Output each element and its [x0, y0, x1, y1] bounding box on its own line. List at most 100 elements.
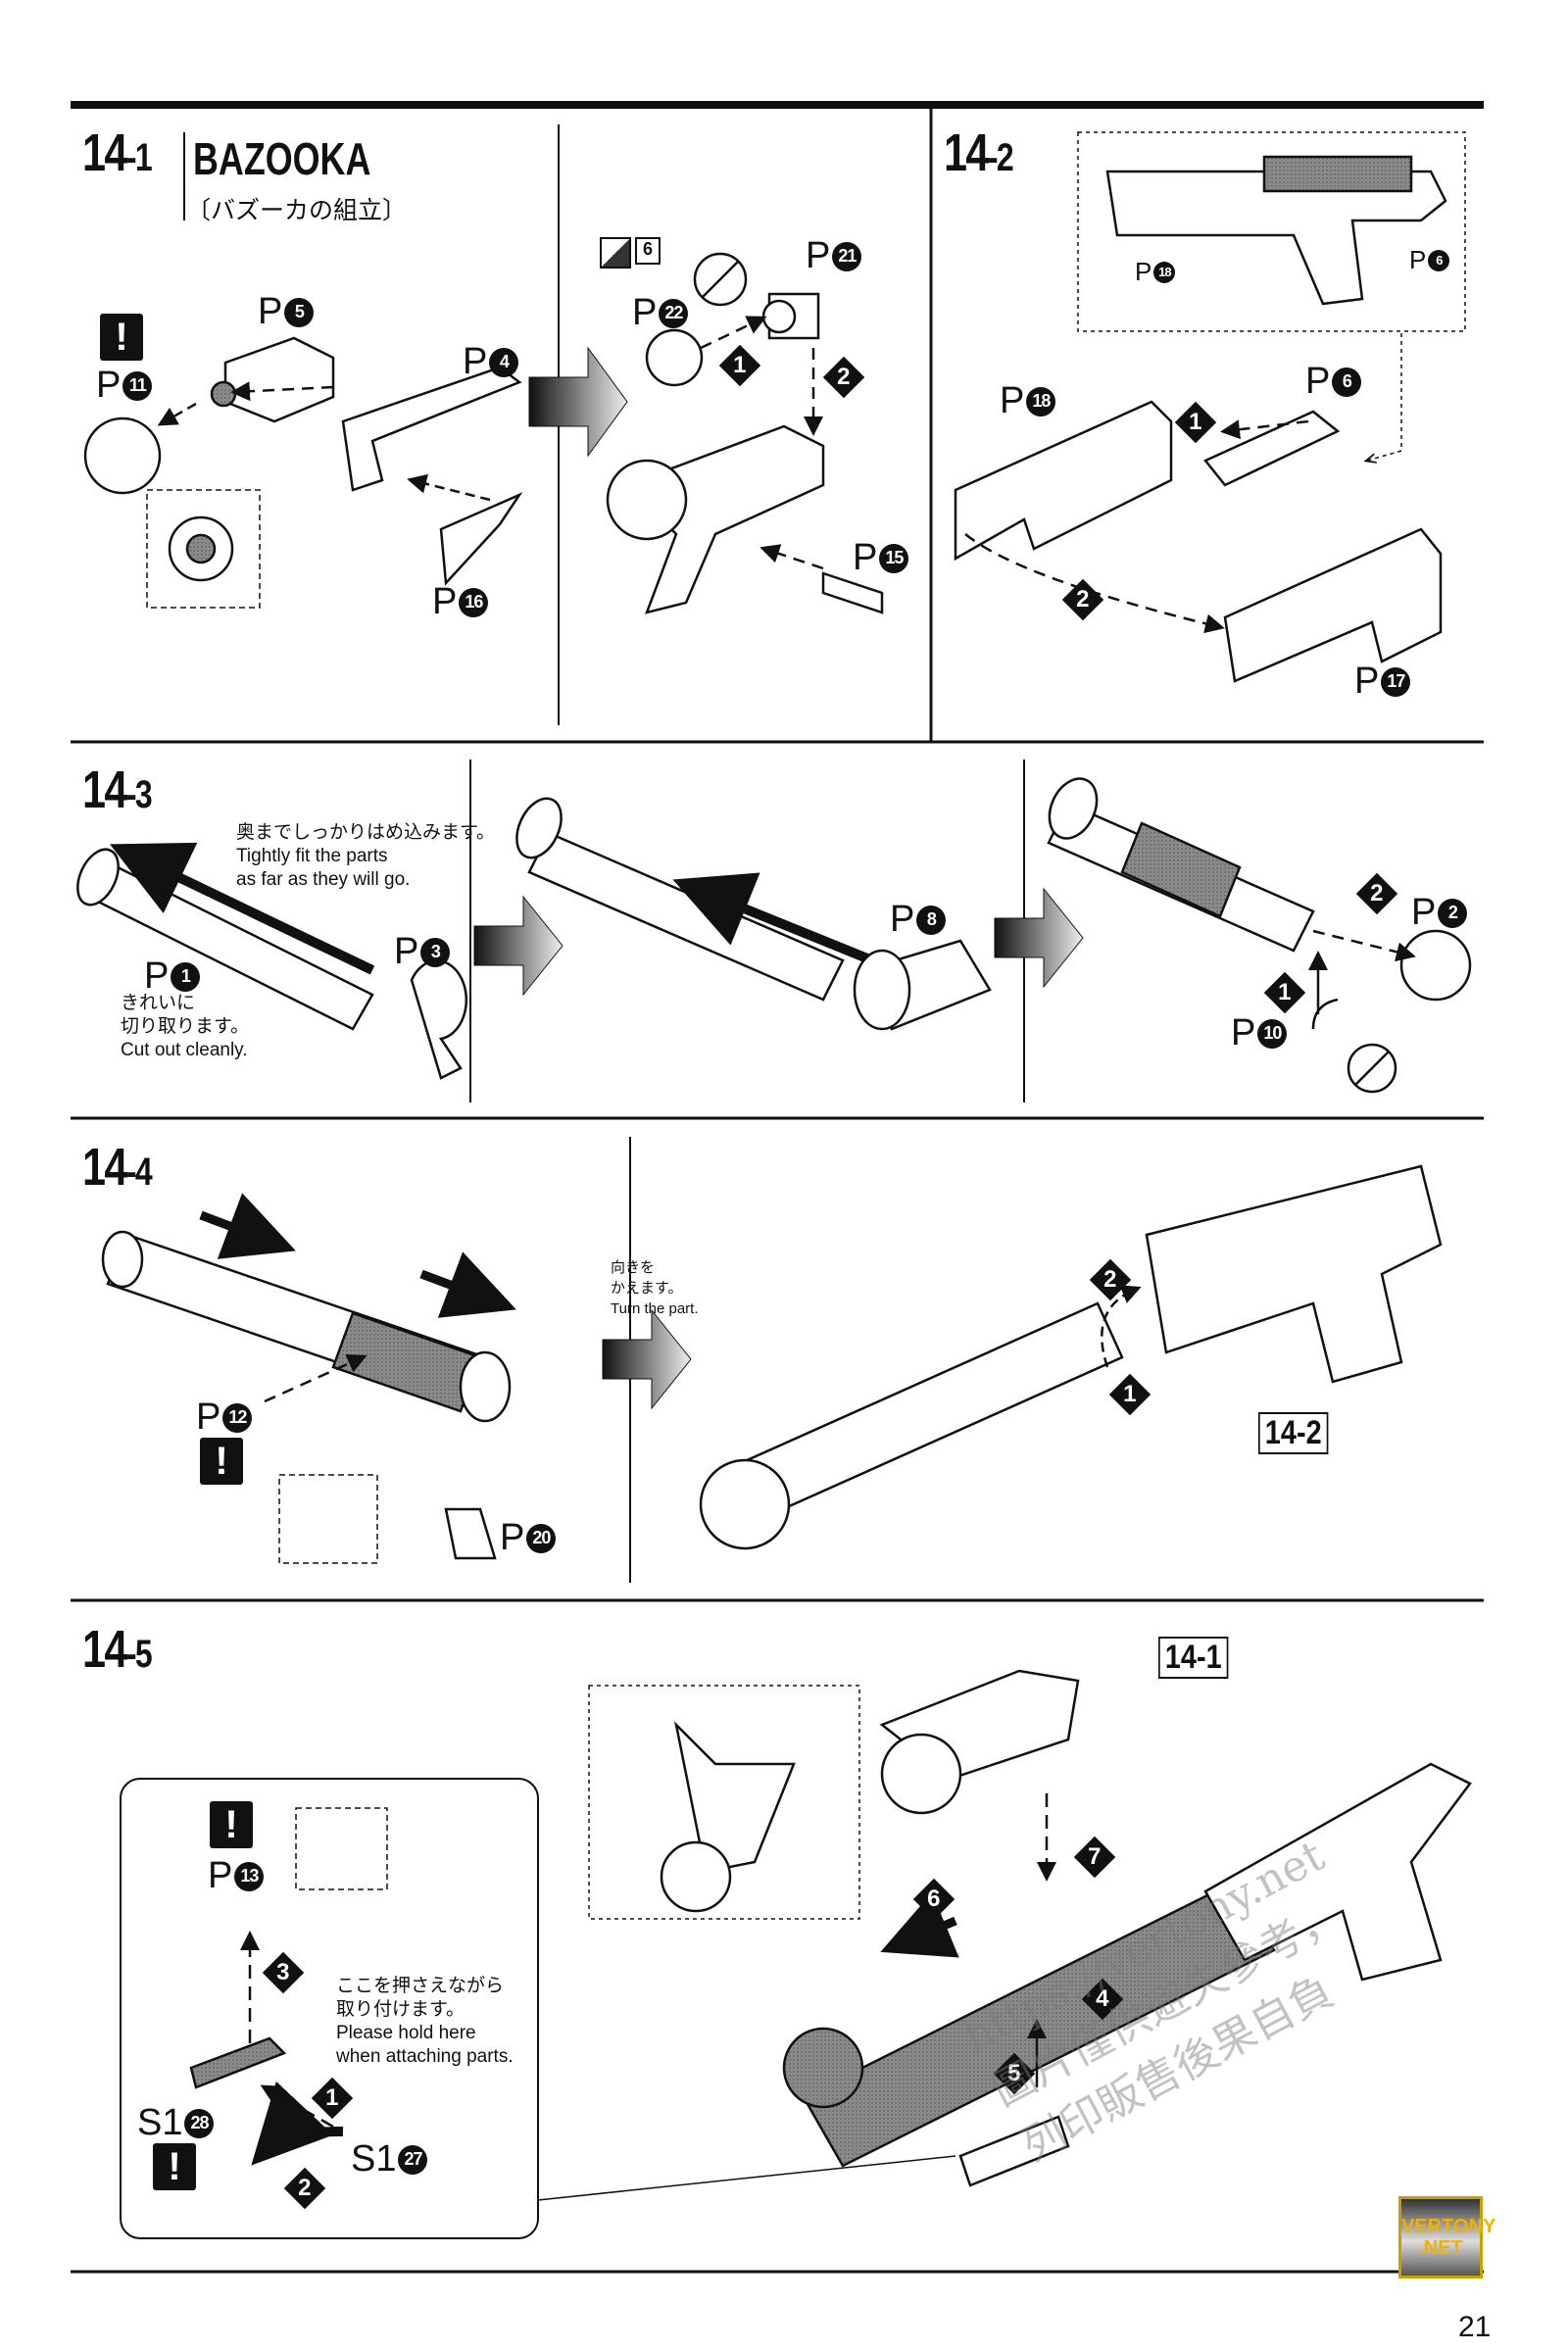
part-number-badge: 22: [659, 298, 689, 328]
runner-letter: P: [853, 537, 878, 578]
process-arrows: [473, 346, 1084, 1410]
part-number-badge: 18: [1153, 261, 1176, 283]
cut-note: きれいに 切り取ります。 Cut out cleanly.: [121, 992, 249, 1062]
runner-letter: P: [1231, 1012, 1256, 1054]
runner-letter: P: [890, 899, 915, 940]
step-sub-number: -1: [125, 136, 153, 179]
runner-letter: P: [632, 292, 658, 333]
order-number: 2: [1103, 1265, 1117, 1293]
runner-letter: S1: [351, 2138, 397, 2180]
logo-line: VERTONY: [1401, 2216, 1496, 2237]
step-number: 14: [944, 123, 989, 182]
turn-note-jp: 向きを: [611, 1259, 656, 1276]
vertony-logo: VERTONY .NET: [1398, 2196, 1496, 2278]
part-number-badge: 16: [459, 587, 489, 617]
runner-letter: P: [1000, 380, 1025, 421]
sleeve: [1120, 821, 1242, 918]
step-sub-number: -5: [125, 1633, 153, 1676]
logo-line: .NET: [1418, 2237, 1463, 2259]
turn-note-en: Turn the part.: [611, 1300, 699, 1317]
assembly-14-2: [1145, 1164, 1443, 1384]
step-14-4-parts: [101, 1164, 1443, 1564]
part-number-badge: 4: [489, 347, 519, 377]
order-number: 2: [1370, 879, 1384, 906]
part-p20: [444, 1507, 497, 1560]
step-title-14-1: 14-1: [82, 122, 153, 183]
part-number-badge: 15: [879, 543, 909, 573]
part-p2: [1399, 929, 1472, 1002]
part-number-badge: 17: [1381, 666, 1411, 697]
fit-note-en: Tightly fit the parts: [236, 846, 388, 866]
step-number: 14: [82, 1138, 127, 1197]
runner-letter: P: [500, 1517, 525, 1558]
order-number: 2: [298, 2174, 312, 2201]
order-number: 2: [1076, 585, 1090, 612]
runner-letter: P: [806, 235, 831, 276]
part-p18: [954, 400, 1173, 562]
caution-icon: !: [153, 2143, 196, 2190]
detail-box: [588, 1685, 860, 1920]
order-number: 1: [1278, 978, 1292, 1005]
hold-note-jp: 取り付けます。: [336, 1999, 466, 2020]
hold-note-jp: ここを押さえながら: [336, 1976, 505, 1996]
turn-note-jp: かえます。: [611, 1280, 683, 1297]
part-number-badge: 1: [171, 961, 201, 992]
hold-note-en: Please hold here: [336, 2023, 476, 2043]
runner-letter: P: [1411, 892, 1437, 933]
part-p22: [645, 328, 704, 387]
section-subtitle-jp: 〔バズーカの組立〕: [186, 197, 408, 224]
step-sub-number: -2: [987, 136, 1014, 179]
part-number-badge: 10: [1257, 1018, 1288, 1049]
hold-note-en: when attaching parts.: [336, 2046, 514, 2067]
detail-box: [278, 1474, 378, 1564]
order-number: 1: [1189, 408, 1202, 435]
part-number-badge: 27: [398, 2144, 428, 2175]
part-p11: [83, 416, 162, 495]
inset-box: [120, 1778, 539, 2239]
cut-note-jp: 切り取ります。: [121, 1016, 250, 1037]
runner-letter: P: [1135, 257, 1152, 286]
order-number: 7: [1088, 1842, 1102, 1870]
big-arrow-icon: [602, 1308, 692, 1410]
part-number-badge: 28: [184, 2108, 215, 2138]
runner-letter: P: [1305, 361, 1331, 402]
part-p17: [1223, 527, 1443, 683]
barrel: [527, 831, 845, 1002]
reference-box-14-2: 14-2: [1258, 1412, 1329, 1454]
big-arrow-icon: [528, 346, 628, 458]
top-rule: [71, 101, 1484, 109]
step-14-3-parts: [76, 777, 1472, 1094]
part-number-badge: 20: [526, 1523, 557, 1553]
part-number-badge: 6: [1428, 249, 1450, 271]
runner-letter: P: [432, 581, 458, 622]
fit-note: 奥までしっかりはめ込みます。 Tightly fit the parts as …: [236, 821, 495, 892]
paint-ref-number: 6: [635, 237, 661, 265]
part-number-badge: 13: [234, 1861, 265, 1891]
runner-letter: P: [463, 341, 488, 382]
caution-icon: !: [100, 314, 143, 361]
part-p15: [821, 571, 884, 614]
part-p5: [223, 336, 335, 423]
big-arrow-icon: [473, 895, 564, 997]
part-number-badge: 3: [420, 937, 451, 967]
step-title-14-5: 14-5: [82, 1619, 153, 1680]
section-rules: [71, 101, 1484, 2274]
step-sub-number: -4: [125, 1151, 153, 1194]
